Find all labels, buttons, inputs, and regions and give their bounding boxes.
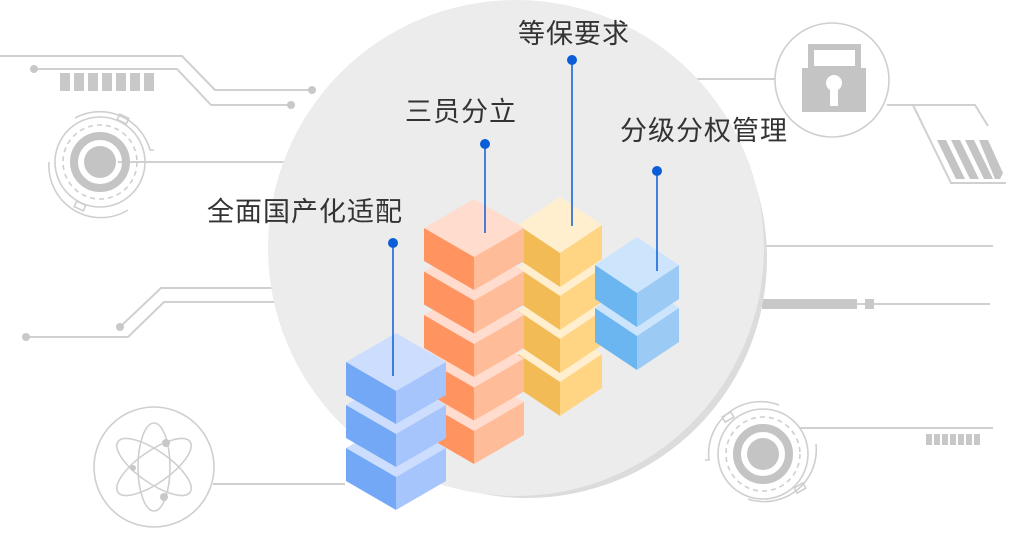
circuit-line-r-2 xyxy=(887,104,989,127)
barcode-icon xyxy=(60,73,154,91)
cube-right-face xyxy=(474,358,524,421)
leader-dot xyxy=(388,238,398,248)
label-permission: 分级分权管理 xyxy=(620,116,788,147)
cube-columns xyxy=(346,197,679,510)
cube-column-localization xyxy=(346,333,446,510)
circuit-node xyxy=(22,333,30,341)
cube-left-face xyxy=(424,271,474,334)
atom-icon xyxy=(93,406,215,528)
cube-right-face xyxy=(474,315,524,377)
radar-target-icon xyxy=(48,110,154,219)
lock-icon xyxy=(774,22,890,138)
circuit-node xyxy=(30,65,38,73)
circuit-line-lm-2 xyxy=(26,301,280,338)
cube-right-face xyxy=(560,225,602,287)
cube-block xyxy=(424,199,524,290)
cube-left-face xyxy=(518,268,560,330)
cube-right-face xyxy=(396,448,446,510)
cube-column-compliance xyxy=(518,197,602,416)
cube-block xyxy=(346,333,446,424)
leader-dot xyxy=(567,55,577,65)
circuit-line-lm-1 xyxy=(119,287,280,328)
cube-right-face xyxy=(474,402,524,464)
stripes-icon xyxy=(937,140,1003,179)
circuit-node xyxy=(308,86,316,94)
circuit-decor xyxy=(0,55,1006,485)
leader-dot xyxy=(480,139,490,149)
cube-right-face xyxy=(396,405,446,467)
cube-block xyxy=(518,197,602,287)
cube-right-face xyxy=(637,265,679,327)
cube-right-face xyxy=(396,362,446,424)
cube-left-face xyxy=(346,362,396,424)
radar-target-icon xyxy=(705,400,818,503)
cube-left-face xyxy=(346,448,396,510)
cube-left-face xyxy=(424,228,474,290)
cube-left-face xyxy=(595,265,637,327)
cube-right-face xyxy=(637,308,679,370)
cube-left-face xyxy=(518,354,560,416)
circuit-line-tl-2 xyxy=(34,68,291,106)
cube-left-face xyxy=(518,225,560,287)
leader-dot xyxy=(652,166,662,176)
leader-lines xyxy=(392,59,658,376)
cube-column-separation xyxy=(424,199,524,464)
cube-right-face xyxy=(474,271,524,334)
cube-right-face xyxy=(474,228,524,290)
cube-right-face xyxy=(560,354,602,416)
circuit-node xyxy=(287,101,295,109)
bar-segment-decor xyxy=(762,299,874,309)
cube-block xyxy=(595,237,679,327)
cube-column-permission xyxy=(595,237,679,370)
label-localization: 全面国产化适配 xyxy=(207,197,403,228)
cube-left-face xyxy=(346,405,396,467)
leader-dots xyxy=(388,55,662,248)
label-separation: 三员分立 xyxy=(405,97,517,128)
cube-left-face xyxy=(595,308,637,370)
cube-left-face xyxy=(518,311,560,373)
circuit-node xyxy=(116,323,124,331)
barcode-icon xyxy=(926,434,980,445)
cube-right-face xyxy=(560,268,602,330)
label-compliance: 等保要求 xyxy=(518,19,630,50)
cube-right-face xyxy=(560,311,602,373)
cube-left-face xyxy=(424,315,474,377)
circuit-line-r-3 xyxy=(912,104,1006,184)
circuit-line-tl-1 xyxy=(0,55,312,91)
